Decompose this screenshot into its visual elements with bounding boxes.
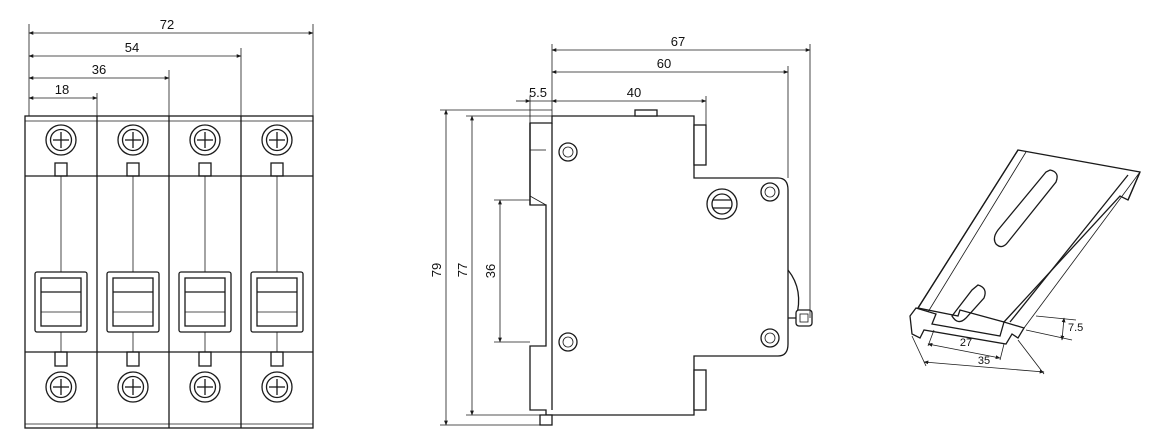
side-view: 67 60 5.5 40 79 77 36 [429,34,813,426]
pole-3 [178,124,232,403]
dimension-line-35 [923,360,1045,374]
toggle-handle [178,271,232,333]
front-view: 72 54 36 18 [24,17,314,429]
pole-4 [250,124,304,403]
dim-label-36: 36 [92,62,106,77]
terminal-screw-icon [261,124,293,156]
dim-label-36: 36 [483,264,498,278]
rivet-icon [760,182,780,202]
din-rail: 7.5 27 35 [909,149,1141,375]
toggle-handle [106,271,160,333]
rail-top-surface [916,149,1141,323]
dimension-line-27 [927,342,1001,360]
terminal-screw-icon [45,124,77,156]
dim-label-35: 35 [978,355,990,367]
rail-profile [909,307,1025,345]
rivet-icon [558,142,578,162]
toggle-handle [250,271,304,333]
dimension-line-7-5 [1060,317,1066,341]
terminal-screw-icon [189,371,221,403]
terminal-screw-icon [117,124,149,156]
dim-label-7-5: 7.5 [1068,322,1083,334]
dim-label-18: 18 [55,82,69,97]
toggle-handle [34,271,88,333]
terminal-screw-icon [261,371,293,403]
dim-label-72: 72 [160,17,174,32]
dim-label-40: 40 [627,85,641,100]
dim-label-77: 77 [455,263,470,277]
dim-label-79: 79 [429,263,444,277]
adjustment-screw-icon [706,188,738,220]
terminal-screw-icon [117,371,149,403]
rivet-icon [760,328,780,348]
dim-label-67: 67 [671,34,685,49]
dim-label-27: 27 [960,337,972,349]
terminal-screw-icon [45,371,77,403]
dim-label-54: 54 [125,40,139,55]
rivet-icon [558,332,578,352]
pole-2 [106,124,160,403]
dim-label-5-5: 5.5 [529,85,547,100]
dim-label-60: 60 [657,56,671,71]
pole-1 [34,124,88,403]
terminal-screw-icon [189,124,221,156]
rail-slot [993,169,1058,248]
